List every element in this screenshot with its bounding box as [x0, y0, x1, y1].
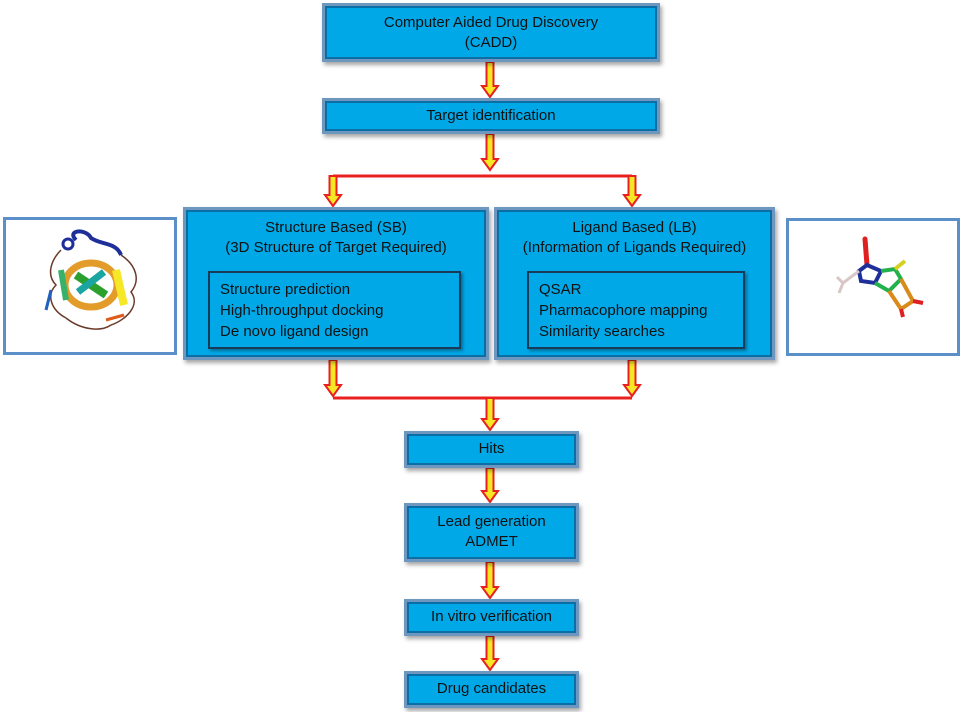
in-vitro-verification-node: In vitro verification — [404, 599, 579, 636]
list-item: QSAR — [539, 281, 582, 298]
lead-generation-label: Lead generation — [437, 513, 546, 530]
hits-label: Hits — [478, 440, 505, 457]
ligand-stick-picture — [835, 236, 924, 318]
lb-title: Ligand Based (LB) — [572, 219, 697, 236]
protein-ribbon-picture — [44, 229, 137, 330]
drug-candidates-label: Drug candidates — [436, 680, 547, 697]
hits-node: Hits — [404, 431, 579, 468]
protein-structure-image — [3, 217, 177, 355]
arrow-to-hits — [480, 397, 500, 432]
sb-title: Structure Based (SB) — [265, 219, 407, 236]
target-identification-label: Target identification — [426, 107, 556, 124]
cadd-title: Computer Aided Drug Discovery — [383, 14, 599, 31]
lb-methods-list: QSAR Pharmacophore mapping Similarity se… — [527, 271, 745, 349]
list-item: High-throughput docking — [220, 302, 384, 319]
list-item: Pharmacophore mapping — [539, 302, 708, 319]
target-identification-node: Target identification — [322, 98, 660, 134]
admet-label: ADMET — [465, 533, 518, 550]
cadd-node: Computer Aided Drug Discovery (CADD) — [322, 3, 660, 62]
arrow-hits-to-lead — [480, 467, 500, 504]
list-item: Similarity searches — [539, 323, 665, 340]
lead-generation-node: Lead generation ADMET — [404, 503, 579, 562]
arrow-to-ligand-based — [622, 175, 642, 208]
ligand-based-node: Ligand Based (LB) (Information of Ligand… — [494, 207, 775, 360]
arrow-lead-to-invitro — [480, 561, 500, 600]
lb-subtitle: (Information of Ligands Required) — [522, 239, 747, 256]
arrow-from-ligand-based — [622, 359, 642, 398]
list-item: De novo ligand design — [220, 323, 369, 340]
in-vitro-verification-label: In vitro verification — [431, 608, 552, 625]
structure-based-node: Structure Based (SB) (3D Structure of Ta… — [183, 207, 489, 360]
ligand-structure-image — [786, 218, 960, 356]
arrow-to-structure-based — [323, 175, 343, 208]
arrow-from-structure-based — [323, 359, 343, 398]
arrow-invitro-to-drug — [480, 635, 500, 672]
sb-subtitle: (3D Structure of Target Required) — [225, 239, 447, 256]
arrow-target-down — [480, 133, 500, 172]
drug-candidates-node: Drug candidates — [404, 671, 579, 708]
arrow-cadd-to-target — [480, 61, 500, 99]
list-item: Structure prediction — [220, 281, 351, 298]
sb-methods-list: Structure prediction High-throughput doc… — [208, 271, 461, 349]
cadd-abbrev: (CADD) — [464, 34, 518, 51]
